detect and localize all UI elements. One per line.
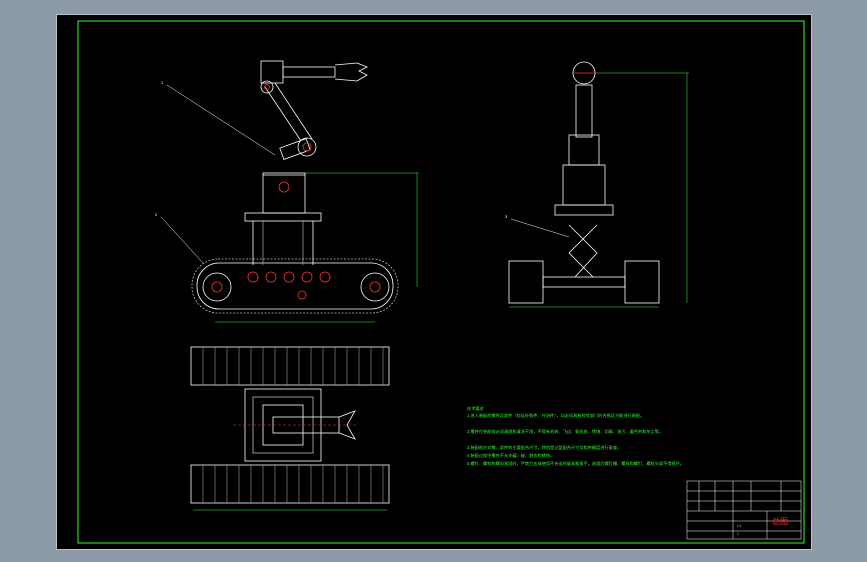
tech-req-line: 2.零件在装配前必须清理和清洗干净，不得有毛刺、飞边、氧化皮、锈蚀、切屑、油污、… — [467, 428, 663, 435]
tech-req-line: 1.进入装配的零件及部件（包括外购件、外协件），均必须具有检验部门的合格证方能进… — [467, 412, 644, 419]
top-view — [190, 346, 390, 511]
tech-req-line: 3.装配前应对零、部件的主要配合尺寸，特别是过盈配合尺寸及相关精度进行复查。 — [467, 444, 621, 451]
drawing-sheet: 1 — [737, 532, 739, 536]
drawing-ratio: 1:1 — [737, 524, 742, 528]
side-view — [508, 61, 689, 308]
part-label-2: 2 — [155, 212, 158, 217]
tech-req-line: 4.装配过程中零件不允许磕、碰、划伤和锈蚀。 — [467, 452, 554, 459]
engineering-drawing: 1 2 3 技术要求 1.进入装配的零件及部件（包括外购件、外协件），均必须具有… — [77, 20, 805, 544]
cad-viewport[interactable]: 1 2 3 技术要求 1.进入装配的零件及部件（包括外购件、外协件），均必须具有… — [56, 14, 812, 550]
drawing-border — [77, 20, 805, 544]
part-label-3: 3 — [505, 214, 508, 219]
drawing-title: 总图 — [772, 516, 788, 526]
front-view — [160, 60, 419, 323]
tech-req-line: 5.螺钉、螺栓和螺母紧固时，严禁打击或使用不合适的旋具和扳手。紧固后螺钉槽、螺母… — [467, 460, 684, 467]
tech-req-heading: 技术要求 — [467, 405, 485, 412]
tech-requirements: 技术要求 1.进入装配的零件及部件（包括外购件、外协件），均必须具有检验部门的合… — [467, 405, 684, 467]
part-label-1: 1 — [161, 80, 164, 85]
title-block — [686, 480, 802, 540]
